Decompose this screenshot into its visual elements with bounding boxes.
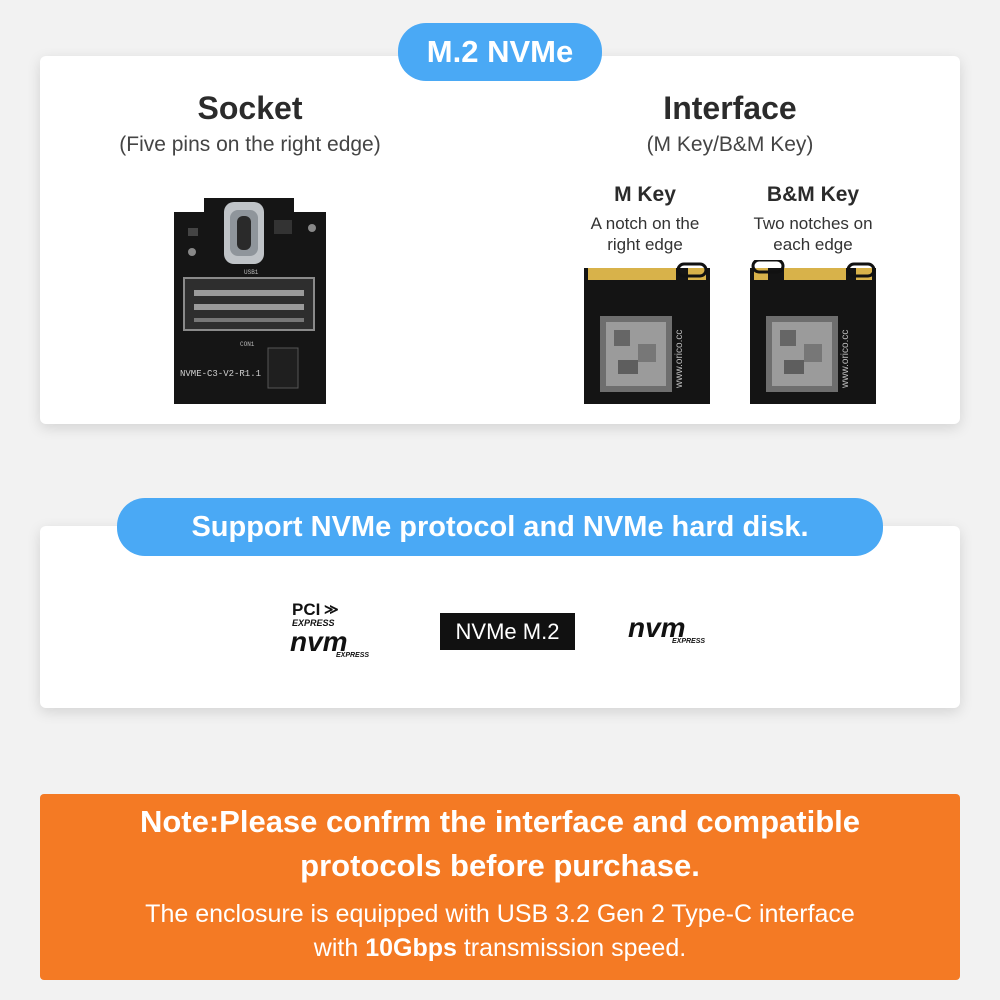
speed-value: 10Gbps bbox=[365, 934, 457, 962]
m2-nvme-banner: M.2 NVMe bbox=[398, 23, 602, 81]
socket-subtitle: (Five pins on the right edge) bbox=[119, 133, 381, 156]
connector-label: CON1 bbox=[240, 341, 255, 348]
nvm-text: nvm bbox=[290, 626, 348, 657]
nvm-express-text: EXPRESS bbox=[336, 652, 370, 659]
pci-express-text: EXPRESS bbox=[292, 618, 335, 628]
support-banner: Support NVMe protocol and NVMe hard disk… bbox=[117, 498, 883, 556]
socket-board-image: NVME-C3-V2-R1.1 CON1 USB1 bbox=[174, 198, 326, 404]
pci-chevron-icon: ≫ bbox=[324, 601, 339, 617]
bm-key-title: B&M Key bbox=[766, 183, 860, 206]
m-key-desc-line2: right edge bbox=[607, 235, 683, 254]
note-line2: protocols before purchase. bbox=[300, 848, 700, 883]
bm-key-desc-line2: each edge bbox=[773, 235, 853, 254]
bm-key-desc-line1: Two notches on bbox=[753, 214, 873, 233]
nvm2-text: nvm bbox=[628, 612, 686, 643]
pci-express-nvm-logo: PCI ≫ EXPRESS nvm EXPRESS bbox=[288, 598, 388, 668]
note-line3: The enclosure is equipped with USB 3.2 G… bbox=[145, 900, 855, 928]
nvme-m2-logo: NVMe M.2 bbox=[440, 613, 575, 650]
note-line4: with 10Gbps transmission speed. bbox=[313, 934, 687, 962]
nvm-express-logo: nvm EXPRESS bbox=[628, 612, 728, 656]
bm-key-ssd-text: www.orico.cc bbox=[840, 330, 851, 389]
usb-label: USB1 bbox=[244, 269, 259, 276]
interface-subtitle: (M Key/B&M Key) bbox=[646, 133, 814, 156]
nvm2-express-text: EXPRESS bbox=[672, 638, 706, 645]
interface-title: Interface bbox=[663, 90, 797, 126]
m-key-title: M Key bbox=[614, 183, 676, 206]
bm-key-ssd-image: www.orico.cc bbox=[750, 260, 876, 404]
pci-text: PCI bbox=[292, 600, 321, 619]
board-label: NVME-C3-V2-R1.1 bbox=[180, 369, 261, 379]
socket-title: Socket bbox=[197, 90, 303, 126]
note-banner: Note:Please confrm the interface and com… bbox=[40, 794, 960, 980]
m-key-ssd-image: www.orico.cc bbox=[584, 262, 710, 404]
m-key-ssd-text: www.orico.cc bbox=[674, 330, 685, 389]
note-line1: Note:Please confrm the interface and com… bbox=[139, 804, 861, 839]
m-key-desc-line1: A notch on the bbox=[590, 214, 700, 233]
